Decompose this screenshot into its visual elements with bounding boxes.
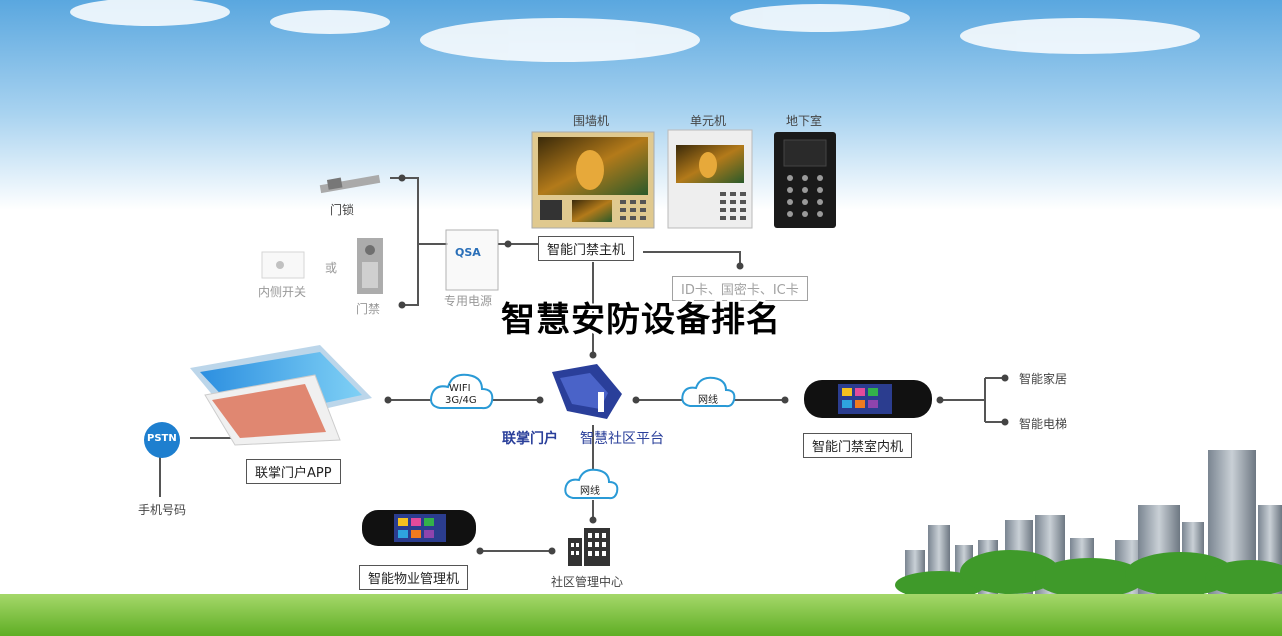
label-network-bottom: 网线 <box>580 486 600 497</box>
cards-box: ID卡、国密卡、IC卡 <box>672 276 808 301</box>
label-or: 或 <box>325 261 338 275</box>
page-title: 智慧安防设备排名 <box>501 300 781 340</box>
app-phone-device <box>190 345 372 446</box>
power-logo: QSA <box>455 246 481 259</box>
indoor-unit-device <box>804 380 932 418</box>
label-wifi: WIFI <box>449 383 471 394</box>
wall-unit-device <box>531 131 655 229</box>
label-smart-elevator: 智能电梯 <box>1019 417 1068 431</box>
main-host-box: 智能门禁主机 <box>538 236 635 261</box>
platform-name: 智慧社区平台 <box>580 431 664 447</box>
property-unit-device <box>362 510 476 546</box>
label-wall-unit: 围墙机 <box>573 114 610 128</box>
trees <box>895 550 1282 599</box>
grass-ground <box>0 594 1282 636</box>
indoor-unit-box: 智能门禁室内机 <box>803 433 913 458</box>
network-cloud-icon-bottom <box>564 468 619 500</box>
unit-machine-device <box>667 129 753 229</box>
clouds <box>70 0 1200 62</box>
property-unit-box: 智能物业管理机 <box>359 565 469 590</box>
door-access-device <box>357 238 383 294</box>
label-mgmt-center: 社区管理中心 <box>551 575 624 589</box>
label-door-access: 门禁 <box>356 302 381 316</box>
label-wifi-sub: 3G/4G <box>445 395 477 406</box>
door-lock-device <box>319 174 381 194</box>
label-power: 专用电源 <box>444 294 493 308</box>
label-smart-home: 智能家居 <box>1019 372 1068 386</box>
label-door-lock: 门锁 <box>330 203 355 217</box>
basement-device <box>774 132 836 228</box>
label-indoor-open: 内侧开关 <box>258 285 307 299</box>
label-unit-machine: 单元机 <box>690 114 727 128</box>
connector-dots <box>236 174 1009 555</box>
label-network-right: 网线 <box>698 395 718 406</box>
network-cloud-icon-right <box>681 376 736 408</box>
wifi-cloud-icon <box>430 373 494 410</box>
pstn-label: PSTN <box>147 433 177 444</box>
platform-hand-logo <box>552 364 622 419</box>
power-supply-device <box>445 229 499 291</box>
app-box: 联掌门户APP <box>246 459 341 484</box>
label-phone-number: 手机号码 <box>138 503 187 517</box>
indoor-switch-device <box>261 251 305 279</box>
pstn-circle <box>144 422 180 458</box>
label-basement: 地下室 <box>786 114 823 128</box>
platform-brand: 联掌门户 <box>502 431 558 447</box>
building-icon <box>568 528 610 566</box>
